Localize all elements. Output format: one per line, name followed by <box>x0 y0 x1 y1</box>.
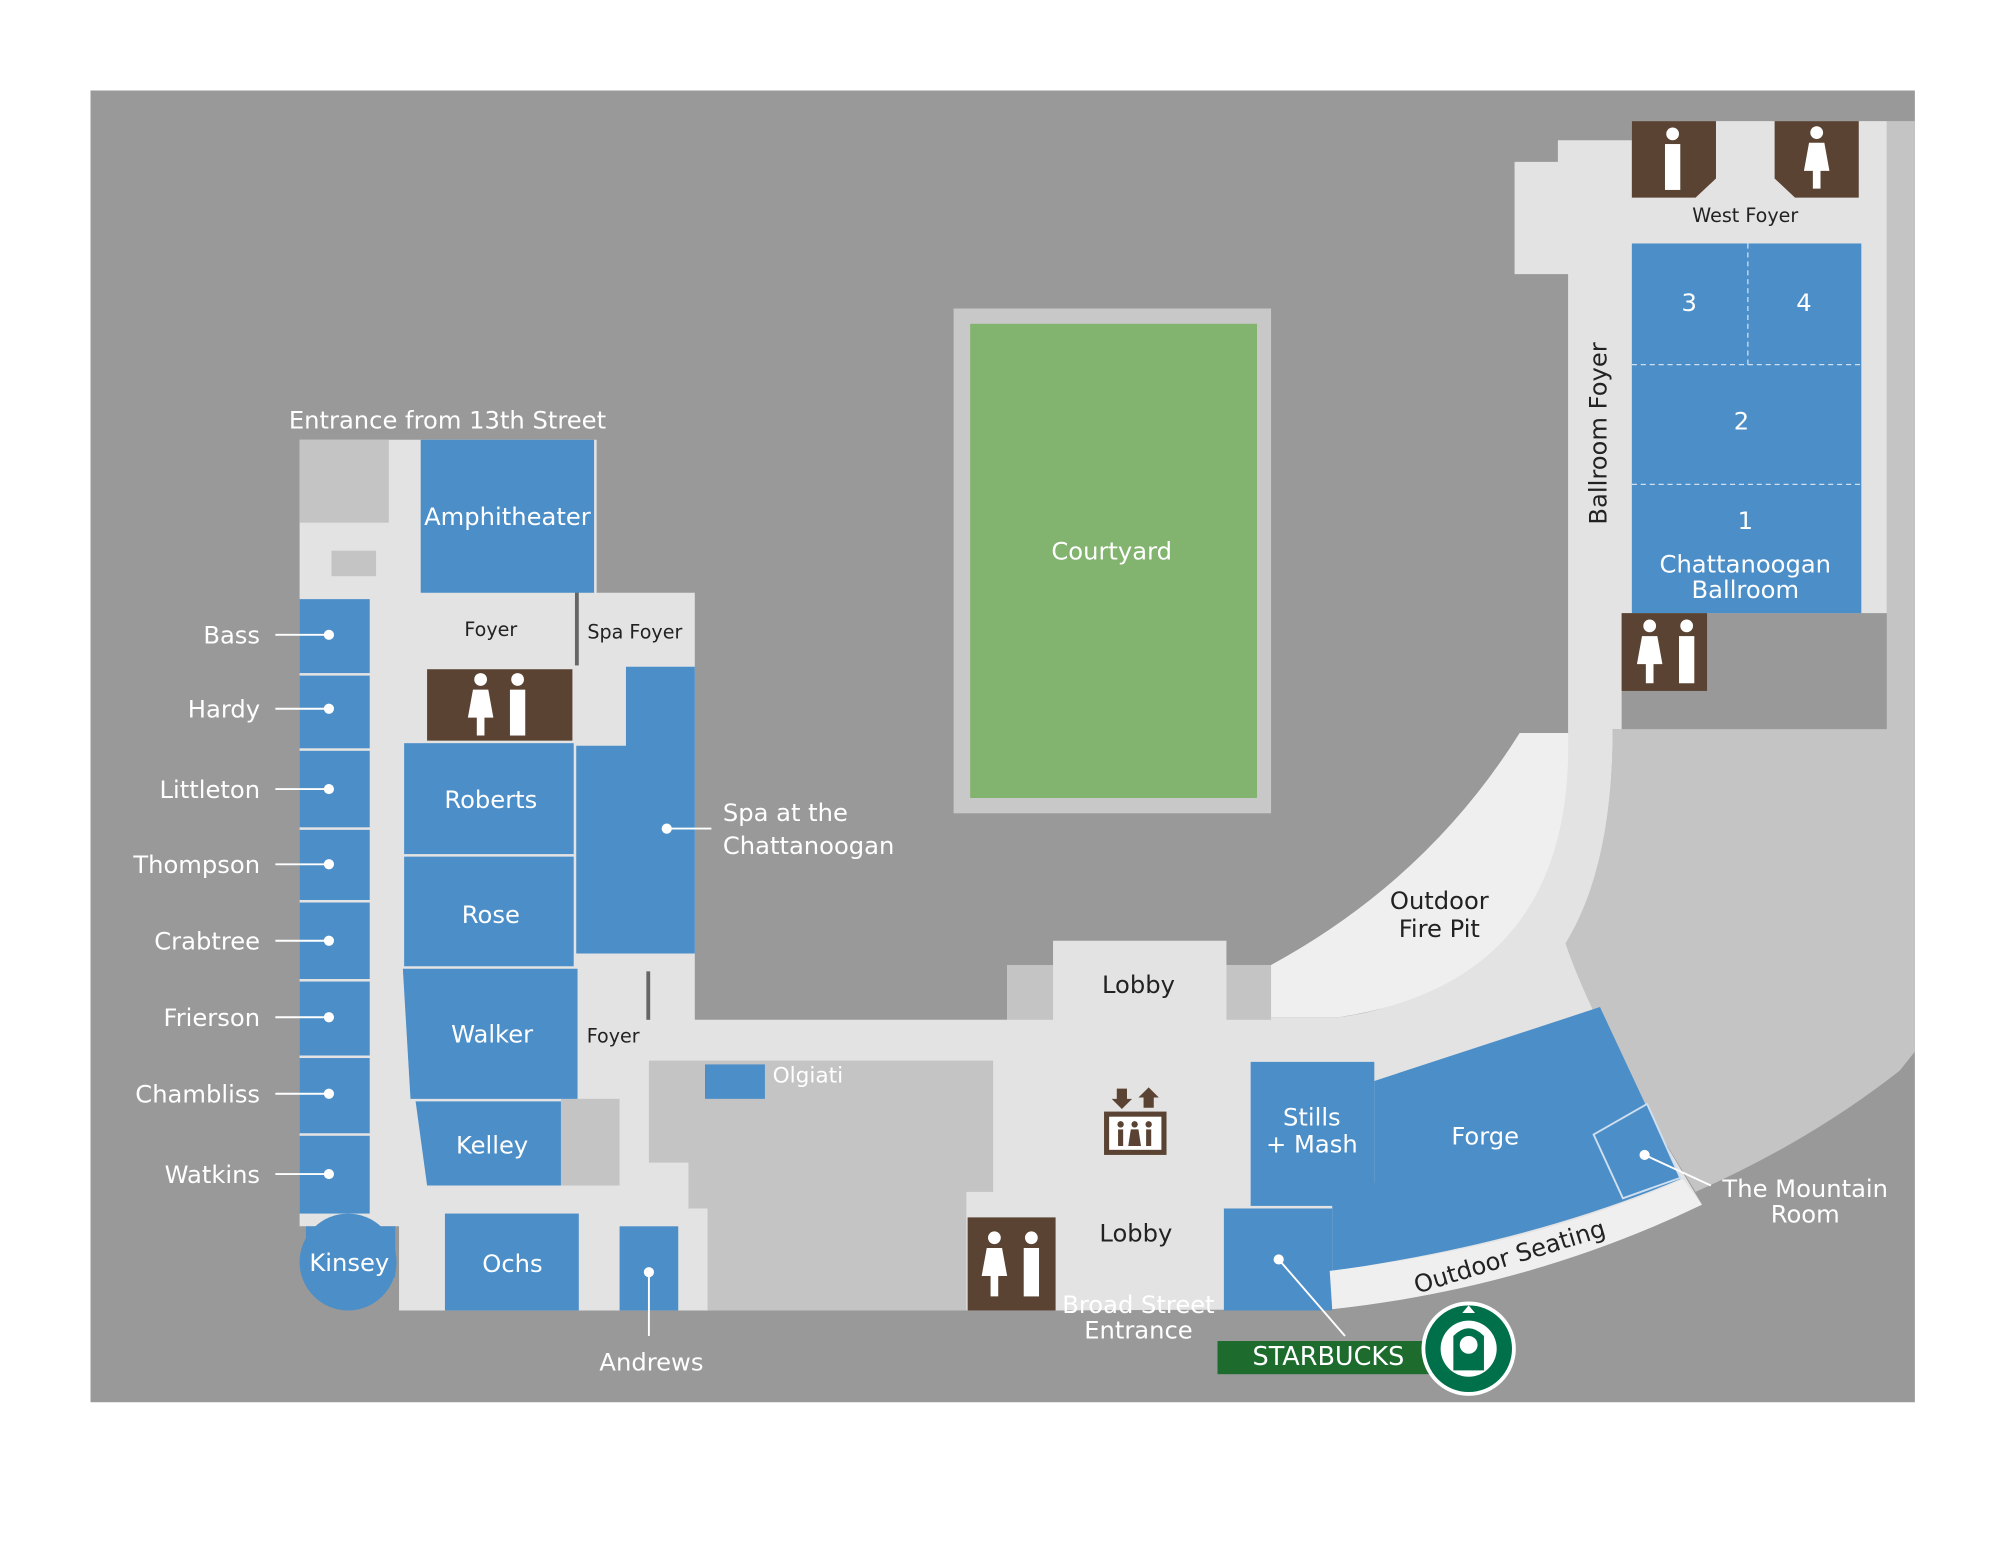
label-hardy: Hardy <box>188 696 260 724</box>
olgiati-label: Olgiati <box>773 1063 844 1088</box>
label-bass: Bass <box>203 622 260 650</box>
rose-label: Rose <box>462 901 520 929</box>
room-kelley[interactable] <box>415 1101 561 1186</box>
starbucks-banner <box>1217 1341 1441 1375</box>
room-kinsey[interactable] <box>299 1213 397 1311</box>
foyer-label: Foyer <box>464 618 517 641</box>
foyer-label-2: Foyer <box>587 1025 640 1048</box>
chattanoogan-ballroom[interactable] <box>1631 243 1862 614</box>
stills-label-2: + Mash <box>1266 1130 1358 1158</box>
starbucks-logo <box>1421 1301 1516 1396</box>
label-littleton: Littleton <box>160 776 261 804</box>
room-amphitheater[interactable] <box>420 439 595 593</box>
label-watkins: Watkins <box>165 1161 260 1189</box>
mountain-room-label: The Mountain <box>1721 1175 1888 1203</box>
starbucks-label: STARBUCKS <box>1253 1342 1405 1372</box>
andrews-label: Andrews <box>599 1348 703 1376</box>
meeting-room-column <box>299 599 370 1214</box>
kinsey-label: Kinsey <box>309 1249 389 1277</box>
spa-at-the-chattanoogan[interactable] <box>576 666 695 954</box>
ballroom-label-2: Ballroom <box>1692 576 1800 604</box>
ballroom-foyer-label: Ballroom Foyer <box>1584 342 1612 524</box>
spa-label-2: Chattanoogan <box>723 832 894 860</box>
floor-areas <box>299 121 1887 1311</box>
outdoor-seating[interactable] <box>1329 1179 1702 1310</box>
restroom-icon <box>1621 613 1708 691</box>
kelley-label: Kelley <box>456 1132 528 1160</box>
room-frierson[interactable] <box>299 981 370 1056</box>
room-olgiati[interactable] <box>705 1064 765 1099</box>
ballroom-section-1: 1 <box>1738 507 1753 535</box>
courtyard[interactable] <box>970 323 1258 798</box>
label-frierson: Frierson <box>164 1004 261 1032</box>
ballroom-section-2: 2 <box>1734 408 1749 436</box>
amphitheater-label: Amphitheater <box>424 503 591 531</box>
west-foyer-label: West Foyer <box>1692 204 1798 227</box>
roberts-label: Roberts <box>444 786 537 814</box>
ballroom-section-4: 4 <box>1796 289 1811 317</box>
room-hardy[interactable] <box>299 675 370 749</box>
room-forge[interactable] <box>1332 1007 1681 1271</box>
room-walker[interactable] <box>402 968 578 1099</box>
room-bass[interactable] <box>299 599 370 674</box>
room-rose[interactable] <box>404 856 574 967</box>
meeting-room-labels: Bass Hardy Littleton Thompson Crabtree F… <box>132 622 335 1189</box>
lobby-label: Lobby <box>1102 971 1175 999</box>
ballroom-section-3: 3 <box>1681 289 1696 317</box>
stills-and-mash[interactable] <box>1250 1061 1375 1206</box>
label-crabtree: Crabtree <box>154 928 260 956</box>
restroom-icon <box>1774 121 1859 198</box>
walker-label: Walker <box>451 1021 533 1049</box>
label-thompson: Thompson <box>132 851 260 879</box>
room-roberts[interactable] <box>404 743 574 855</box>
fire-pit-label: Outdoor <box>1390 887 1489 915</box>
olgiati-area <box>648 1060 994 1311</box>
elevator-icon <box>1104 1087 1167 1155</box>
ochs-label: Ochs <box>482 1250 542 1278</box>
outdoor-grounds <box>1565 729 1915 1192</box>
forge-label: Forge <box>1451 1123 1519 1151</box>
mountain-room-label-2: Room <box>1771 1200 1840 1228</box>
restroom-icon <box>1631 121 1716 198</box>
ballroom-label: Chattanoogan <box>1660 550 1831 578</box>
broad-street-entrance-label-2: Entrance <box>1084 1316 1193 1344</box>
spa-label: Spa at the <box>723 799 848 827</box>
stills-label: Stills <box>1283 1104 1341 1132</box>
entrance-13th-label: Entrance from 13th Street <box>289 406 606 434</box>
spa-foyer-label: Spa Foyer <box>587 621 682 644</box>
outdoor-fire-pit[interactable] <box>1271 732 1569 1018</box>
room-chambliss[interactable] <box>299 1058 370 1134</box>
room-ochs[interactable] <box>444 1213 579 1311</box>
courtyard-label: Courtyard <box>1051 538 1172 566</box>
restroom-icon <box>427 669 573 741</box>
broad-street-entrance-label: Broad Street <box>1062 1291 1214 1319</box>
restroom-icon <box>967 1217 1056 1311</box>
lobby-label-2: Lobby <box>1099 1220 1172 1248</box>
fire-pit-label-2: Fire Pit <box>1399 915 1480 943</box>
label-chambliss: Chambliss <box>135 1081 260 1109</box>
mountain-room[interactable] <box>1592 1102 1682 1200</box>
